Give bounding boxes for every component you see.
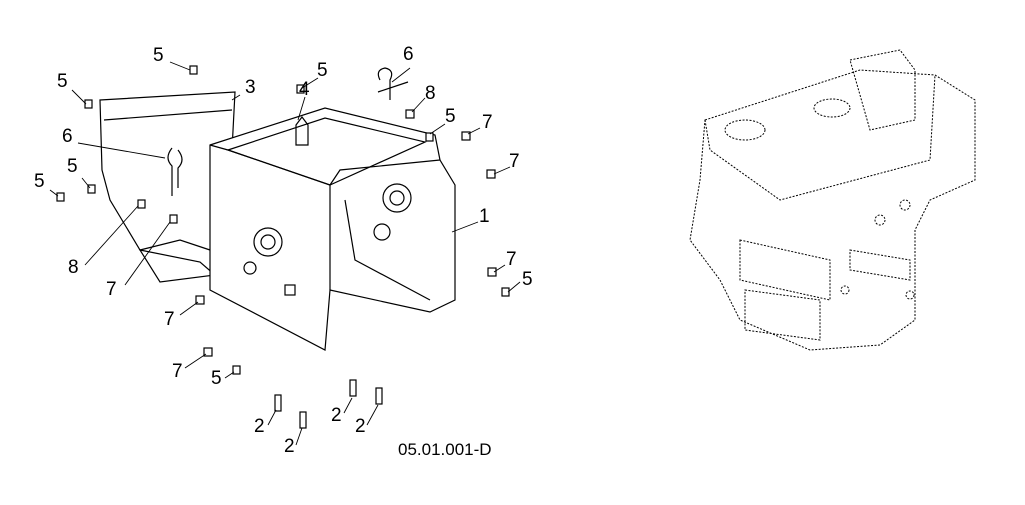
callout-6: 6 [62, 126, 73, 147]
callout-5: 5 [57, 71, 68, 92]
leader-lines [49, 61, 521, 446]
callout-1: 1 [479, 206, 490, 227]
callout-2: 2 [284, 436, 295, 457]
callout-7: 7 [509, 151, 520, 172]
callout-7: 7 [506, 249, 517, 270]
engine-drawing [689, 49, 976, 351]
callout-7: 7 [172, 361, 183, 382]
callout-2: 2 [355, 416, 366, 437]
fasteners [56, 65, 510, 429]
callout-8: 8 [425, 83, 436, 104]
callout-5: 5 [317, 60, 328, 81]
bracket [295, 116, 309, 146]
pin-left [167, 147, 183, 196]
callout-2: 2 [331, 405, 342, 426]
callout-5: 5 [153, 45, 164, 66]
callout-5: 5 [445, 106, 456, 127]
callout-5: 5 [211, 368, 222, 389]
callout-7: 7 [482, 112, 493, 133]
callout-6: 6 [403, 44, 414, 65]
callout-5: 5 [67, 156, 78, 177]
callout-7: 7 [164, 309, 175, 330]
main-frame [209, 107, 456, 351]
pin-right [377, 67, 409, 100]
callout-5: 5 [522, 269, 533, 290]
callout-3: 3 [245, 77, 256, 98]
callout-2: 2 [254, 416, 265, 437]
callout-4: 4 [299, 79, 310, 100]
callout-5: 5 [34, 171, 45, 192]
callout-8: 8 [68, 257, 79, 278]
callout-7: 7 [106, 279, 117, 300]
diagram-caption: 05.01.001-D [398, 440, 492, 459]
